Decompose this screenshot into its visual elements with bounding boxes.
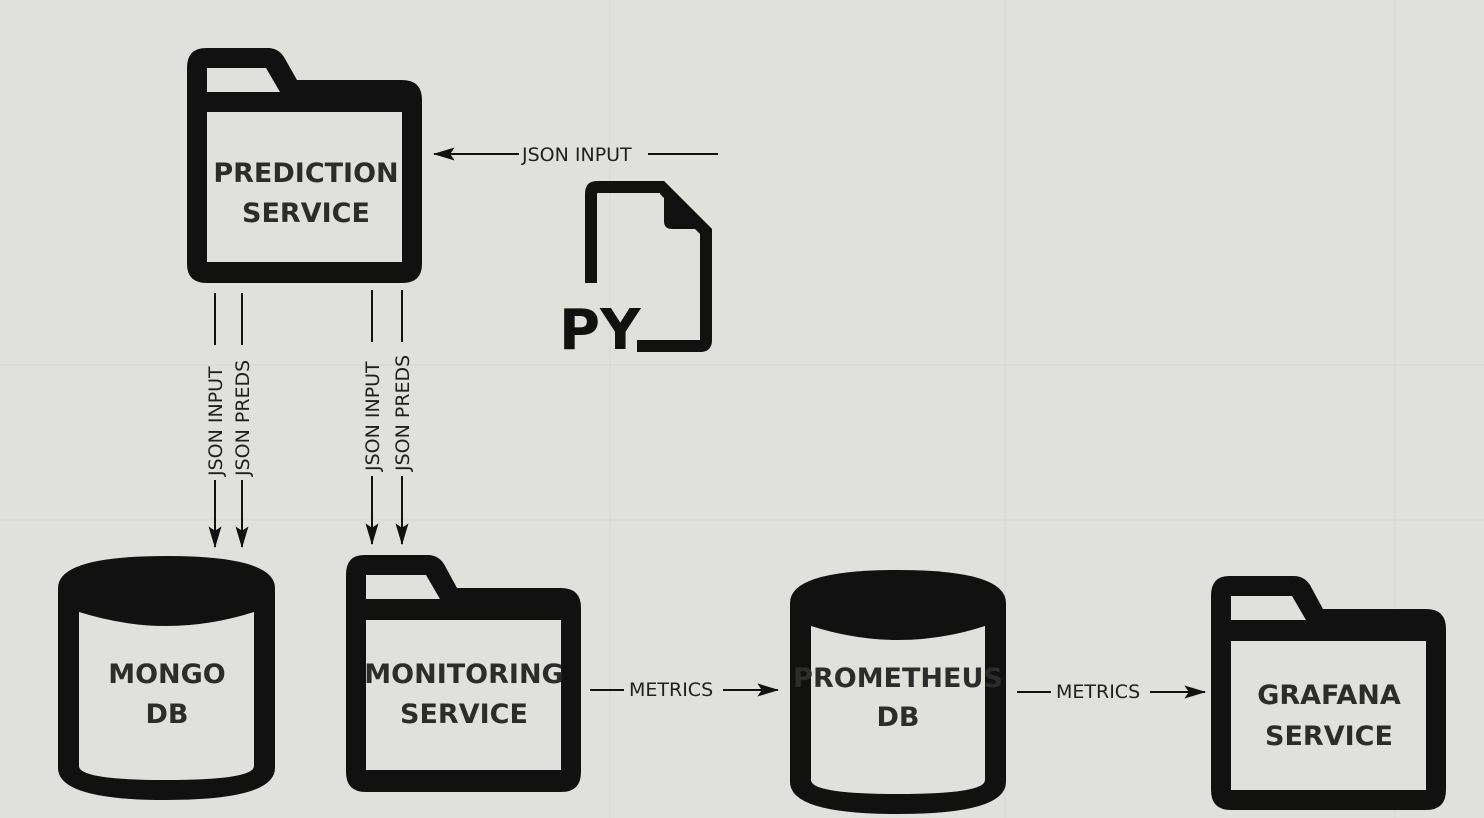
python-file-icon	[597, 181, 712, 352]
edge-prediction-to-monitoring-preds: JSON PREDS	[392, 290, 414, 546]
prediction-service-node[interactable]: PREDICTION SERVICE	[187, 48, 422, 283]
prometheus-db-label-1: PROMETHEUS	[793, 663, 1003, 694]
edge-prediction-to-mongo-input: JSON INPUT	[205, 293, 227, 549]
edge-prediction-to-monitoring-input: JSON INPUT	[362, 290, 384, 546]
grafana-service-label-1: GRAFANA	[1257, 680, 1401, 711]
prometheus-db-label-2: DB	[877, 702, 920, 733]
prediction-service-label-1: PREDICTION	[213, 158, 398, 189]
monitoring-service-label-1: MONITORING	[364, 659, 563, 690]
prediction-service-label-2: SERVICE	[242, 198, 370, 229]
edge-prediction-to-mongo-preds: JSON PREDS	[232, 293, 254, 549]
python-file-label: PY	[559, 298, 642, 363]
edge-monitoring-to-prometheus: METRICS	[590, 679, 780, 701]
edge-json-input-to-prediction: JSON INPUT	[432, 144, 718, 166]
database-icon	[790, 570, 1006, 814]
mongo-db-node[interactable]: MONGO DB	[58, 556, 275, 800]
monitoring-service-label-2: SERVICE	[400, 699, 528, 730]
edge-label: JSON PREDS	[392, 355, 414, 472]
python-file-node: PY	[559, 181, 712, 363]
grafana-service-label-2: SERVICE	[1265, 721, 1393, 752]
edge-label: METRICS	[1056, 681, 1140, 703]
mongo-db-label-1: MONGO	[108, 659, 226, 690]
database-icon	[58, 556, 275, 800]
edge-label: JSON PREDS	[232, 360, 254, 477]
grafana-service-node[interactable]: GRAFANA SERVICE	[1211, 576, 1446, 810]
edge-label: JSON INPUT	[521, 144, 632, 166]
mongo-db-label-2: DB	[146, 699, 189, 730]
prometheus-db-node[interactable]: PROMETHEUS DB	[790, 570, 1006, 814]
edge-label: JSON INPUT	[362, 361, 384, 472]
edge-label: JSON INPUT	[205, 366, 227, 477]
edge-label: METRICS	[629, 679, 713, 701]
edge-prometheus-to-grafana: METRICS	[1017, 681, 1207, 703]
monitoring-service-node[interactable]: MONITORING SERVICE	[346, 555, 581, 792]
